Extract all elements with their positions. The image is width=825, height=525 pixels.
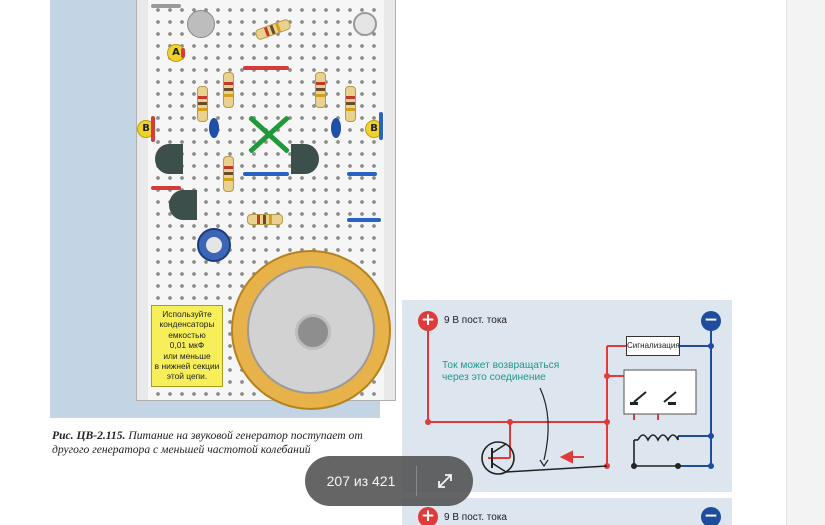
speaker: [231, 250, 391, 410]
plus-terminal-icon: +: [418, 507, 438, 525]
resistor: [315, 72, 326, 108]
resistor: [345, 86, 356, 122]
breadboard-note: Используйте конденсаторы емкостью 0,01 м…: [151, 305, 223, 387]
jumper-wire-red: [243, 66, 289, 70]
led: [353, 12, 377, 36]
speaker-cone: [247, 266, 375, 394]
current-return-note: Ток может возвращаться через это соедине…: [442, 360, 560, 384]
resistor: [223, 72, 234, 108]
resistor: [247, 214, 283, 225]
transistor-top: [187, 10, 215, 38]
page-navigation-pill: 207 из 421: [305, 456, 473, 506]
supply-label: 9 В пост. тока: [444, 512, 507, 523]
transistor: [169, 190, 197, 220]
breadboard-figure: A B B: [50, 0, 396, 418]
speaker-center: [295, 314, 331, 350]
jumper-wire-red: [151, 186, 181, 190]
page-separator: из: [353, 473, 369, 489]
jumper-wire: [151, 4, 181, 8]
jumper-wire-red: [151, 116, 155, 142]
note-line: Используйте: [162, 309, 212, 319]
capacitor: [331, 118, 341, 138]
note-line: 0,01 мкФ: [169, 340, 205, 351]
current-page: 207: [326, 473, 350, 489]
resistor: [197, 86, 208, 122]
jumper-wire-blue: [347, 218, 381, 222]
electrolytic-capacitor: [197, 228, 231, 262]
power-rail-left: [137, 0, 148, 400]
pill-divider: [416, 466, 417, 496]
supply-label: 9 В пост. тока: [444, 315, 507, 326]
note-line: в нижней секции: [154, 361, 220, 372]
page-indicator: 207 из 421: [305, 456, 417, 506]
note-line: этой цепи.: [166, 371, 208, 382]
transistor: [155, 144, 183, 174]
document-page: A B B: [0, 0, 786, 525]
scrollbar[interactable]: [786, 0, 825, 525]
total-pages: 421: [372, 473, 396, 489]
note-line: емкостью: [168, 329, 206, 340]
alarm-label: Сигнализация: [626, 336, 680, 356]
label-b-left: B: [137, 120, 155, 138]
breadboard: A B B: [136, 0, 396, 410]
plus-terminal-icon: +: [418, 311, 438, 331]
jumper-wire-blue: [379, 112, 383, 140]
resistor: [223, 156, 234, 192]
transistor: [291, 144, 319, 174]
expand-diagonal-icon: [438, 474, 452, 488]
figure-caption: Рис. ЦВ-2.115. Питание на звуковой генер…: [52, 429, 372, 457]
jumper-wire-blue: [243, 172, 289, 176]
power-rail-right: [384, 0, 395, 400]
caption-reference: Рис. ЦВ-2.115.: [52, 429, 126, 442]
jumper-wire-blue: [347, 172, 377, 176]
jumper-wire-red: [181, 48, 185, 58]
minus-terminal-icon: −: [701, 311, 721, 331]
fullscreen-button[interactable]: [417, 456, 473, 506]
minus-terminal-icon: −: [701, 507, 721, 525]
resistor: [254, 18, 292, 41]
capacitor: [209, 118, 219, 138]
caption-text: Питание на звуковой генератор поступает …: [52, 429, 363, 456]
note-line: конденсаторы: [159, 319, 215, 330]
note-line: или меньше: [163, 350, 211, 361]
circuit-wires: [425, 331, 714, 475]
